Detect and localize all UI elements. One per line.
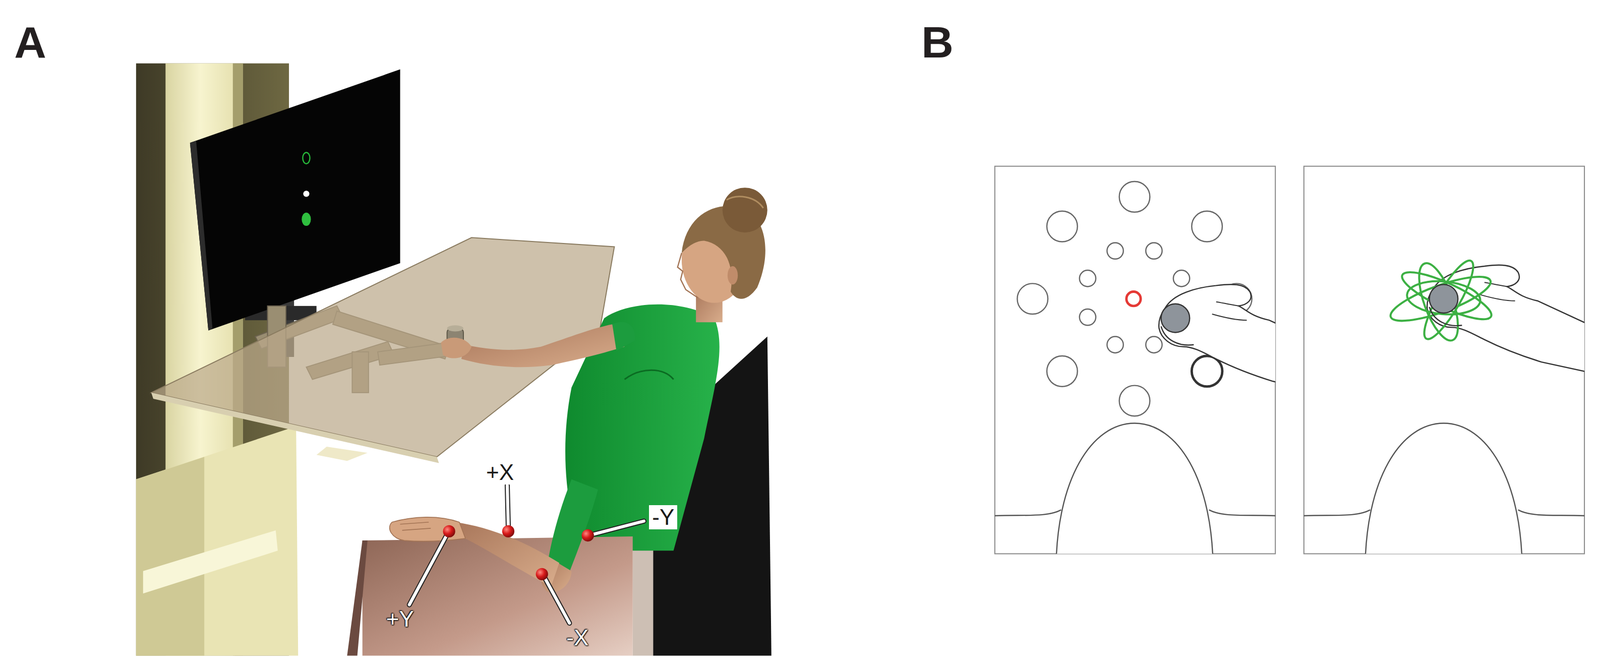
panel-letter: B: [921, 20, 954, 65]
reaching-task-panel: [989, 166, 1349, 572]
axis-label: +Y: [386, 608, 414, 631]
right-arm: [461, 324, 625, 368]
random-motion-panel: [1298, 166, 1600, 572]
experiment-scene: [136, 63, 772, 656]
target-ring: [302, 152, 310, 164]
hand-with-handle: [1158, 284, 1276, 398]
marker-leaders: [409, 485, 644, 624]
start-dot: [303, 190, 310, 197]
axis-label: +X: [483, 460, 517, 485]
subject-head: [1304, 423, 1585, 554]
seat-edge: [346, 540, 368, 657]
face-profile: [677, 253, 698, 299]
random-trajectory: [1386, 255, 1497, 346]
axis-label: -Y: [648, 505, 678, 530]
lower-support: [136, 426, 299, 657]
motion-markers: [442, 525, 594, 581]
right-hand: [440, 337, 472, 359]
subject-head: [994, 423, 1276, 554]
right-sleeve: [612, 322, 635, 351]
cursor-dot: [301, 212, 311, 226]
panel-letter: A: [14, 20, 47, 65]
finger-lines: [400, 522, 432, 531]
axis-label: -X: [566, 626, 589, 649]
shirt-fold: [624, 370, 674, 380]
left-hand: [389, 517, 466, 542]
handle-top: [447, 325, 464, 332]
left-forearm: [455, 522, 560, 587]
hair-strand: [726, 196, 764, 209]
table-bracket: [316, 446, 368, 461]
ear: [727, 266, 738, 285]
hair-bun: [722, 187, 768, 233]
monitor-edge: [190, 140, 213, 331]
handle-cursor: [1429, 284, 1463, 326]
support-beam: [143, 530, 278, 594]
start-ring: [1126, 291, 1141, 307]
tabletop-edge: [151, 392, 439, 464]
active-target: [1191, 356, 1223, 387]
